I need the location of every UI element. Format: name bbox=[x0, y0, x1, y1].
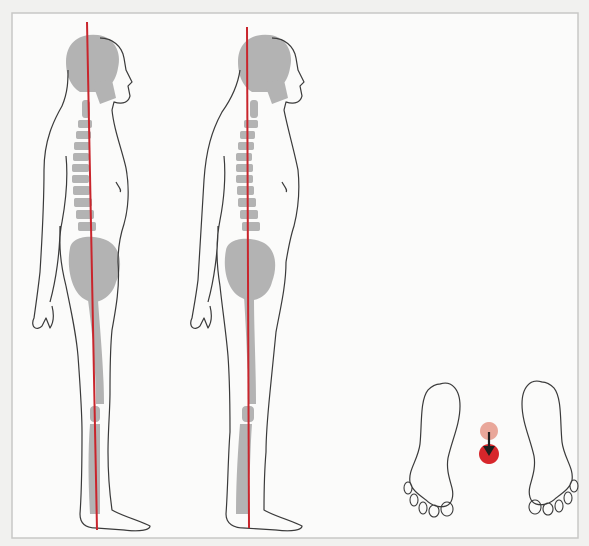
posture-diagram bbox=[0, 0, 589, 546]
